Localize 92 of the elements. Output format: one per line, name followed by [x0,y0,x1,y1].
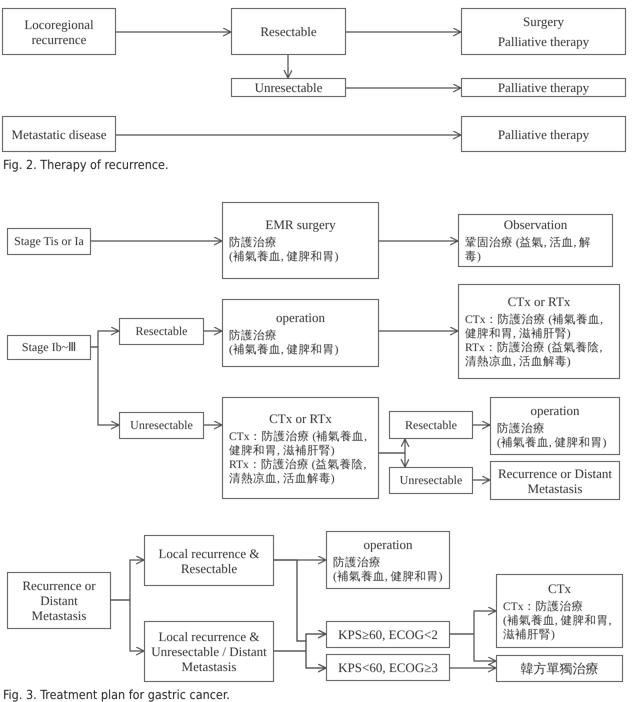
box-label: Unresectable [398,473,464,488]
process-box [222,397,379,499]
process-box [231,78,346,97]
box-label: Observation [502,217,568,232]
arrow [473,475,491,485]
box-text: CTx：防護治療 (補氣養血, 健脾和胃, 滋補肝腎) [465,313,604,341]
box-label: Locoregional recurrence [23,16,95,46]
arrow [274,650,327,673]
box-label: CTx [546,580,572,596]
box-label: Local recurrence & Unresectable / Distant Metastasis [151,629,267,674]
box-label: Resectable [259,24,318,39]
arrow [379,236,459,246]
box-label: CTx or RTx [268,410,333,426]
figure-caption: Fig. 2. Therapy of recurrence. [3,157,169,172]
process-box [326,531,450,589]
box-text: 鞏固治療 (益氣, 活血, 解毒) [465,236,592,264]
box-text: 防護治療 [229,236,278,250]
process-box [461,8,626,55]
box-label: Stage Tis or Ia [14,234,84,249]
process-box [222,202,379,279]
arrow [204,326,223,336]
box-label: 韓方單獨治療 [520,661,600,676]
process-box [461,116,626,152]
box-label: Unresectable [254,80,324,95]
box-text: (補氣養血, 健脾和胃) [333,570,443,584]
process-box [326,621,450,648]
arrow [111,599,145,656]
box-text: (補氣養血, 健脾和胃) [229,342,340,356]
arrow [473,420,491,430]
process-box [490,461,620,500]
process-box [496,574,623,648]
process-box [222,299,379,367]
box-text: 防護治療 [333,556,382,570]
process-box [231,8,346,55]
process-box [389,411,473,439]
arrow [116,27,232,37]
process-box [461,78,626,97]
box-label: Metastatic disease [10,126,108,142]
box-label: operation [362,536,414,552]
box-label: Palliative therapy [496,34,590,50]
arrow [346,27,462,37]
box-label: Resectable [134,324,188,339]
box-label: CTx or RTx [506,294,572,309]
arrow [450,663,497,673]
process-box [7,572,111,629]
arrow [283,55,293,79]
process-box [490,397,620,455]
process-box [2,8,116,55]
box-text: RTx：防護治療 (益氣養陰, 清熱凉血, 活血解毒) [229,458,368,486]
process-box [389,467,473,494]
box-label: Recurrence or Distant Metastasis [21,578,97,623]
box-text: CTx：防護治療 (補氣養血, 健脾和胃, 滋補肝腎) [229,430,368,458]
box-label: EMR surgery [264,217,337,232]
box-label: KPS<60, ECOG≥3 [337,660,439,675]
process-box [7,228,91,255]
box-text: RTx：防護治療 (益氣養陰, 清熱凉血, 活血解毒) [465,341,604,369]
box-label: Palliative therapy [496,80,590,95]
process-box [458,214,613,267]
box-label: operation [274,310,326,324]
box-label: Local recurrence & Resectable [157,546,261,576]
process-box [2,116,116,152]
box-label: Unresectable [129,418,194,433]
process-box [496,655,623,682]
arrow [91,346,120,430]
box-label: Surgery [522,14,565,29]
box-label: Palliative therapy [496,126,590,142]
process-box [144,621,274,682]
arrow [346,83,462,93]
arrow [379,452,410,468]
box-label: operation [529,402,581,418]
arrow [379,326,459,336]
box-text: (補氣養血, 健脾和胃) [497,436,608,450]
arrow [116,130,462,140]
process-box [119,412,204,439]
process-box [326,654,450,681]
box-label: Resectable [404,418,458,432]
box-label: Stage Ib~Ⅲ [20,340,78,355]
process-box [144,535,274,586]
arrow [204,420,223,430]
box-text: 防護治療 [497,422,546,436]
box-label: Recurrence or Distant Metastasis [497,466,613,496]
figure-caption: Fig. 3. Treatment plan for gastric cancer. [3,687,230,702]
process-box [7,335,91,360]
box-text: (補氣養血, 健脾和胃) [229,250,340,264]
process-box [458,284,620,379]
box-label: KPS≥60, ECOG<2 [337,627,439,642]
arrow [91,236,223,246]
box-text: 防護治療 [229,328,278,342]
box-text: (補氣養血, 健脾和胃, 滋補肝腎) [503,614,612,642]
process-box [119,318,204,345]
box-text: CTx：防護治療 [503,600,584,614]
arrow [450,633,497,666]
